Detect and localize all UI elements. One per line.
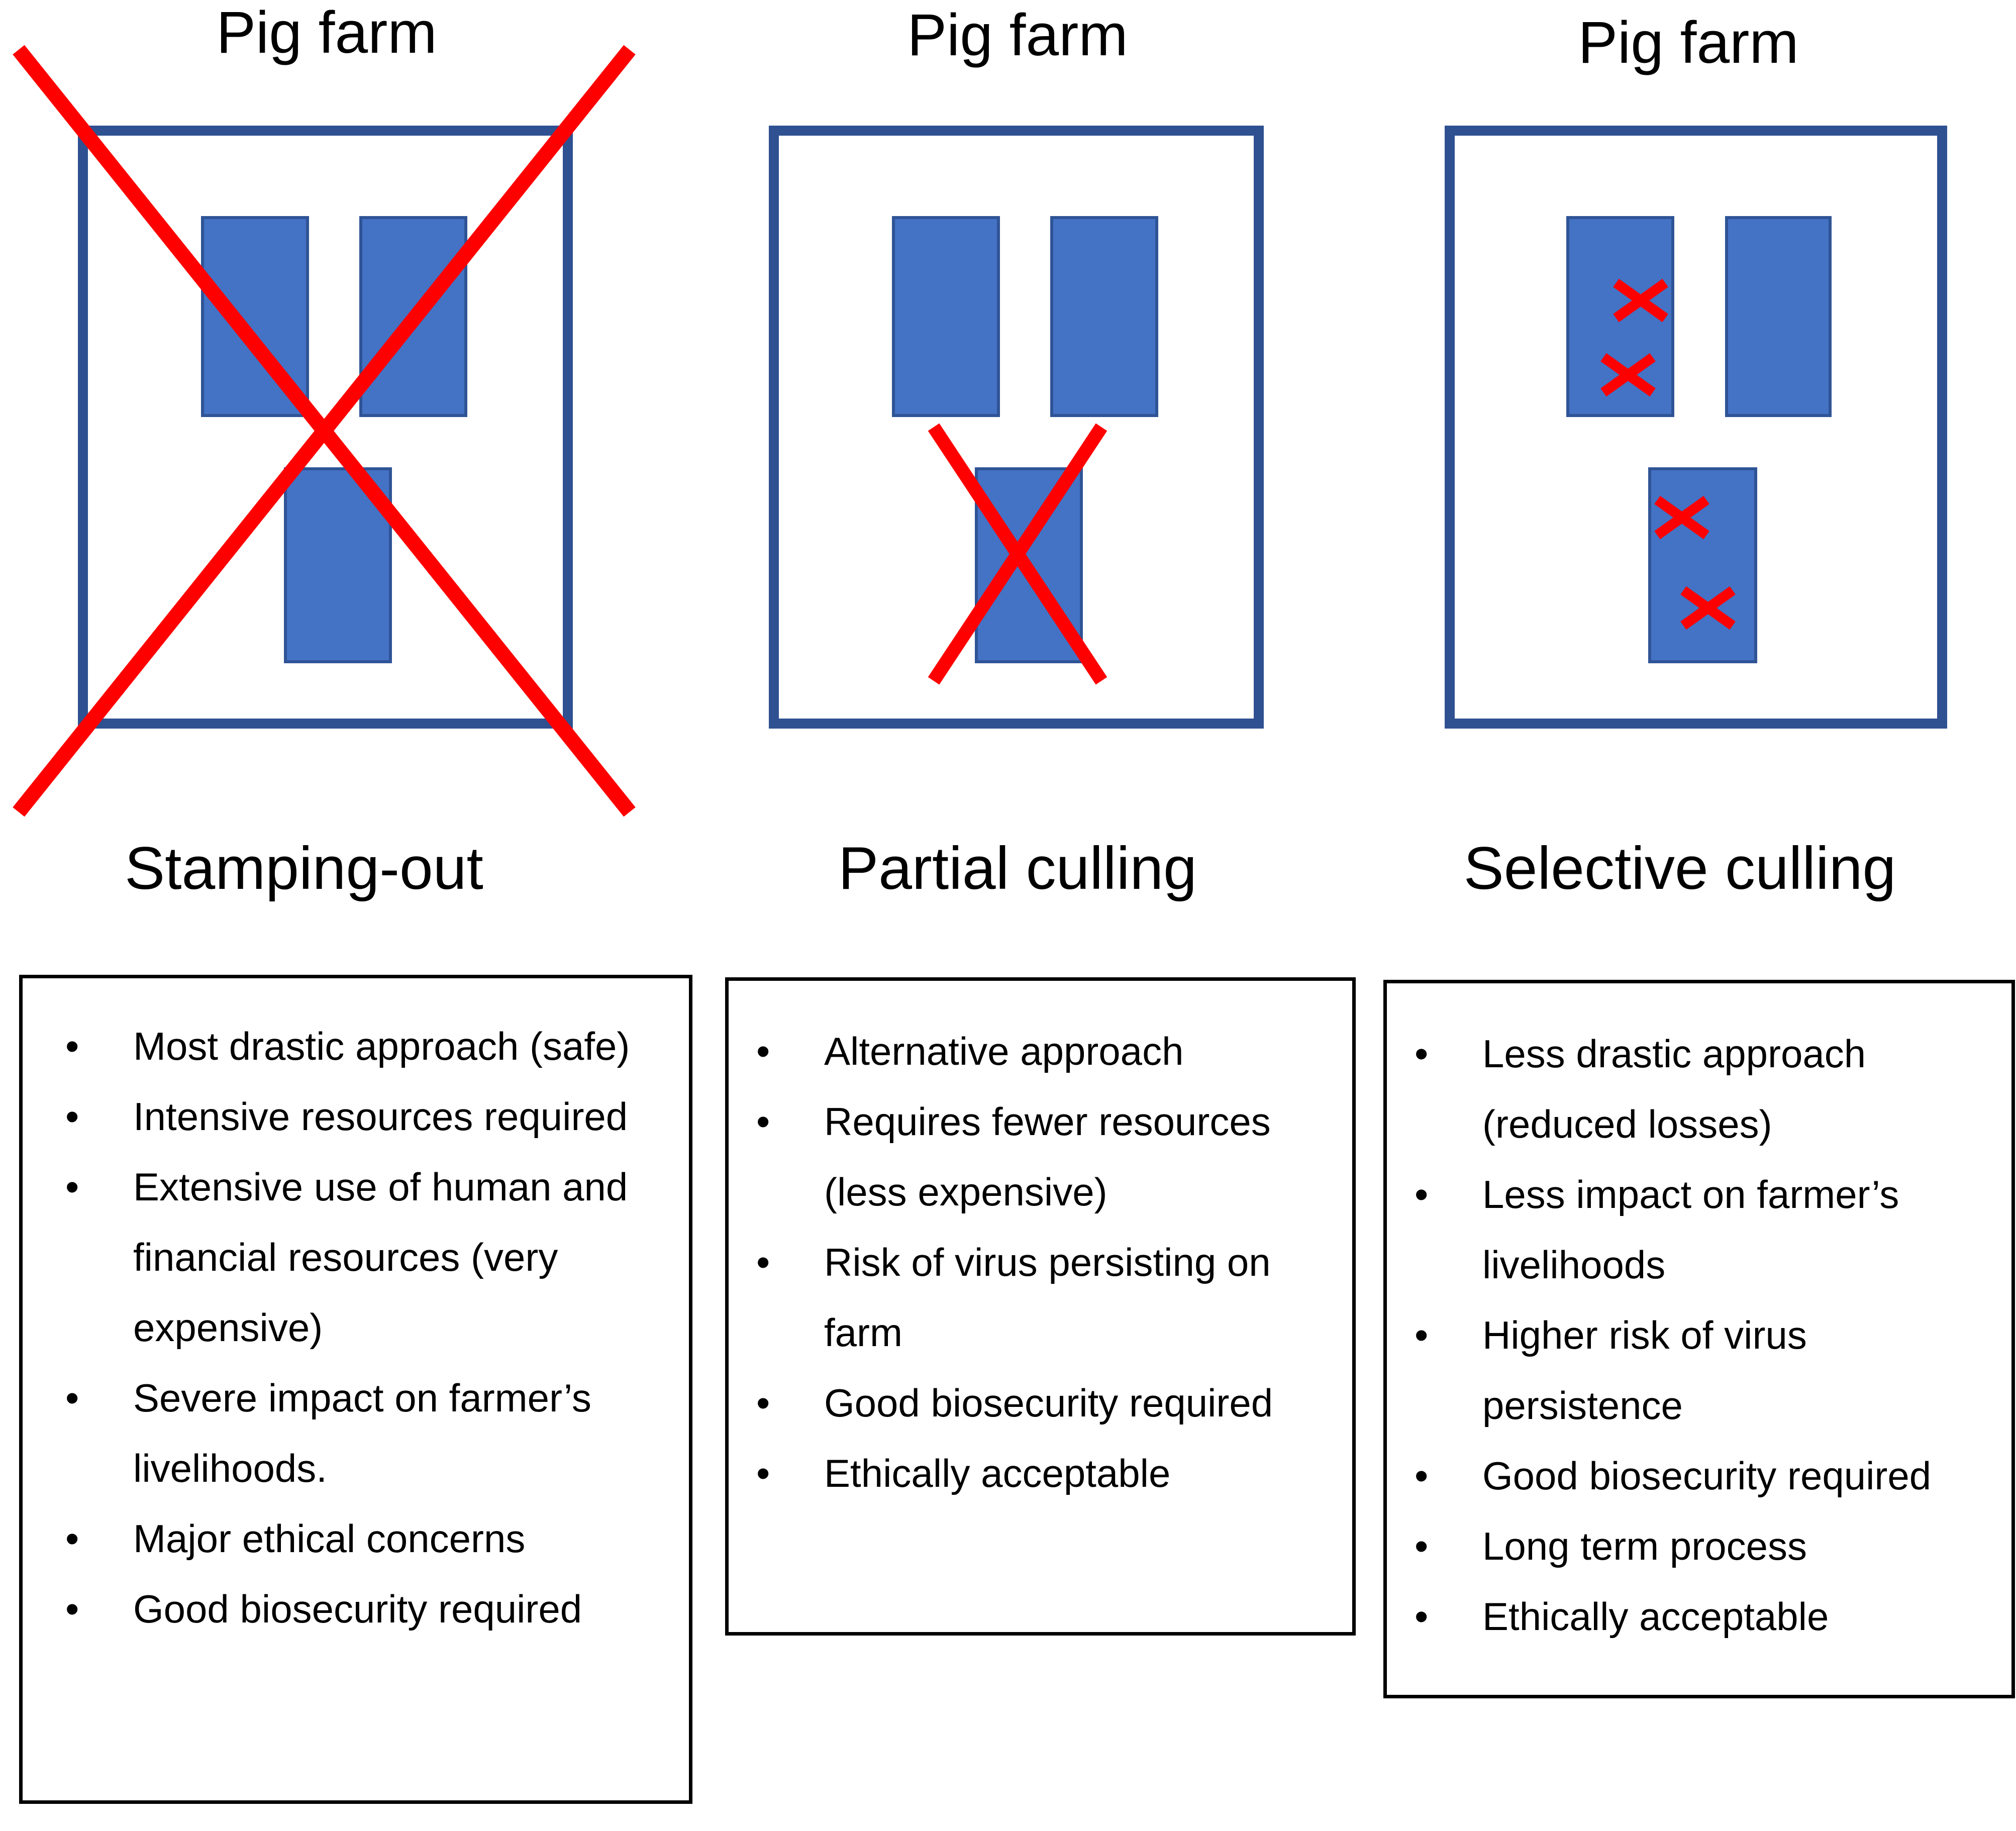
pig-pen	[1648, 467, 1757, 663]
pen-cross-icon	[928, 423, 1107, 685]
farm-title: Pig farm	[216, 0, 437, 66]
info-box-selective-culling: Less drastic approach (reduced losses) L…	[1383, 980, 2015, 1698]
method-title: Partial culling	[838, 835, 1197, 902]
list-item: Extensive use of human and financial res…	[60, 1152, 674, 1363]
list-item: Less drastic approach (reduced losses)	[1409, 1019, 1999, 1159]
pig-cross-icon	[1654, 495, 1709, 540]
pig-pen	[1050, 216, 1158, 417]
list-item: Long term process	[1409, 1511, 1999, 1581]
panel-stamping-out: Pig farm Stamping-out Most drastic appro…	[0, 0, 701, 1831]
list-item: Risk of virus persisting on farm	[751, 1227, 1340, 1368]
list-item: Severe impact on farmer’s livelihoods.	[60, 1363, 674, 1503]
list-item: Most drastic approach (safe)	[60, 1011, 674, 1081]
pig-pen	[892, 216, 1000, 417]
farm-boundary	[769, 126, 1264, 729]
pig-cross-icon	[1680, 586, 1736, 630]
bullet-list: Alternative approach Requires fewer reso…	[729, 981, 1352, 1508]
method-title: Stamping-out	[125, 835, 483, 902]
farm-boundary	[1445, 126, 1947, 729]
list-item: Good biosecurity required	[1409, 1441, 1999, 1511]
panel-selective-culling: Pig farm Selective culling	[1359, 0, 2016, 1831]
list-item: Intensive resources required	[60, 1081, 674, 1152]
method-title: Selective culling	[1463, 835, 1896, 902]
list-item: Alternative approach	[751, 1016, 1340, 1086]
list-item: Good biosecurity required	[60, 1574, 674, 1644]
info-box-partial-culling: Alternative approach Requires fewer reso…	[725, 977, 1356, 1636]
bullet-list: Less drastic approach (reduced losses) L…	[1387, 983, 2011, 1652]
pig-cross-icon	[1600, 353, 1656, 397]
pig-pen	[1725, 216, 1832, 417]
pig-cross-icon	[1613, 278, 1668, 323]
bullet-list: Most drastic approach (safe) Intensive r…	[23, 978, 689, 1644]
list-item: Ethically acceptable	[751, 1438, 1340, 1508]
panel-partial-culling: Pig farm Partial culling Alternative app…	[701, 0, 1359, 1831]
list-item: Higher risk of virus persistence	[1409, 1300, 1999, 1441]
farm-title: Pig farm	[1578, 10, 1799, 76]
list-item: Major ethical concerns	[60, 1503, 674, 1574]
list-item: Less impact on farmer’s livelihoods	[1409, 1159, 1999, 1300]
big-cross-icon	[13, 45, 636, 817]
list-item: Good biosecurity required	[751, 1368, 1340, 1438]
list-item: Requires fewer resources (less expensive…	[751, 1086, 1340, 1227]
pig-pen	[359, 216, 467, 417]
list-item: Ethically acceptable	[1409, 1581, 1999, 1652]
info-box-stamping-out: Most drastic approach (safe) Intensive r…	[19, 975, 692, 1804]
farm-title: Pig farm	[907, 2, 1128, 68]
